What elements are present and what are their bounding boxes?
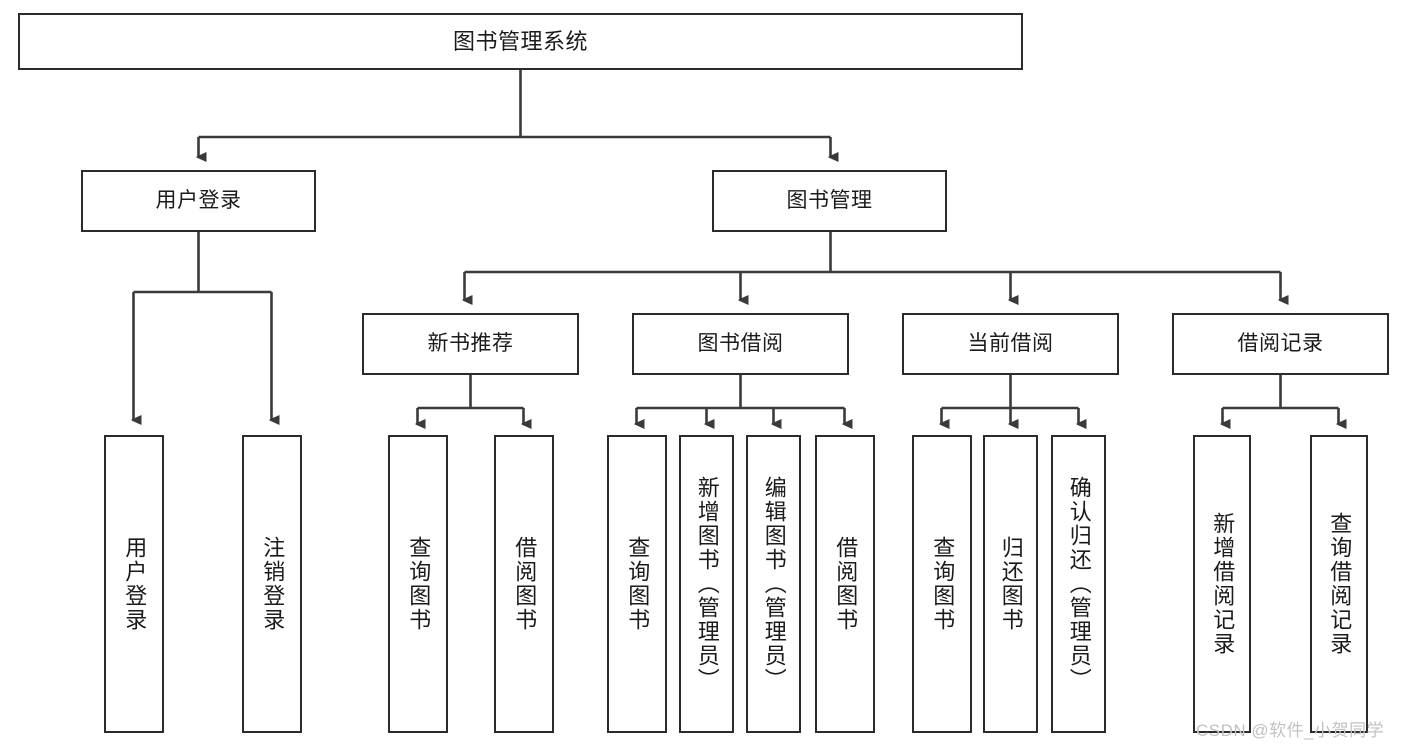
node-label: 注销登录: [260, 536, 286, 632]
leaf-search-book-borrow[interactable]: 查询图书: [607, 435, 667, 733]
csdn-watermark: CSDN @软件_小贺同学: [1196, 721, 1385, 740]
leaf-borrow-book-newbook[interactable]: 借阅图书: [494, 435, 554, 733]
node-label: 查询图书: [930, 536, 956, 632]
node-label: 当前借阅: [967, 331, 1054, 355]
leaf-logout[interactable]: 注销登录: [242, 435, 302, 733]
leaf-search-book-current[interactable]: 查询图书: [912, 435, 972, 733]
node-label: 确认归还（管理员）: [1066, 476, 1092, 692]
node-label: 查询图书: [625, 536, 651, 632]
node-label: 图书管理系统: [452, 28, 588, 54]
node-label: 查询借阅记录: [1327, 512, 1353, 656]
node-user-login[interactable]: 用户登录: [81, 170, 316, 232]
node-label: 借阅记录: [1237, 331, 1324, 355]
node-root-system[interactable]: 图书管理系统: [18, 13, 1023, 70]
node-new-book-recommend[interactable]: 新书推荐: [362, 313, 579, 375]
node-book-management[interactable]: 图书管理: [712, 170, 947, 232]
node-label: 图书借阅: [697, 331, 784, 355]
leaf-return-book[interactable]: 归还图书: [983, 435, 1038, 733]
node-label: 归还图书: [998, 536, 1024, 632]
leaf-add-borrow-record[interactable]: 新增借阅记录: [1193, 435, 1251, 733]
node-label: 新增图书（管理员）: [694, 476, 720, 692]
leaf-user-login[interactable]: 用户登录: [104, 435, 164, 733]
leaf-search-book-newbook[interactable]: 查询图书: [388, 435, 448, 733]
node-label: 借阅图书: [512, 536, 538, 632]
leaf-edit-book-admin[interactable]: 编辑图书（管理员）: [746, 435, 801, 733]
leaf-borrow-book[interactable]: 借阅图书: [815, 435, 875, 733]
node-label: 图书管理: [786, 188, 873, 212]
leaf-search-borrow-record[interactable]: 查询借阅记录: [1310, 435, 1368, 733]
node-label: 借阅图书: [833, 536, 859, 632]
node-label: 查询图书: [406, 536, 432, 632]
node-label: 新书推荐: [427, 331, 514, 355]
node-label: 用户登录: [122, 536, 148, 632]
node-label: 用户登录: [155, 188, 242, 212]
node-label: 编辑图书（管理员）: [761, 476, 787, 692]
node-current-borrow[interactable]: 当前借阅: [902, 313, 1119, 375]
node-borrow-record[interactable]: 借阅记录: [1172, 313, 1389, 375]
node-label: 新增借阅记录: [1210, 512, 1236, 656]
leaf-add-book-admin[interactable]: 新增图书（管理员）: [679, 435, 734, 733]
node-book-borrow[interactable]: 图书借阅: [632, 313, 849, 375]
leaf-confirm-return-admin[interactable]: 确认归还（管理员）: [1051, 435, 1106, 733]
